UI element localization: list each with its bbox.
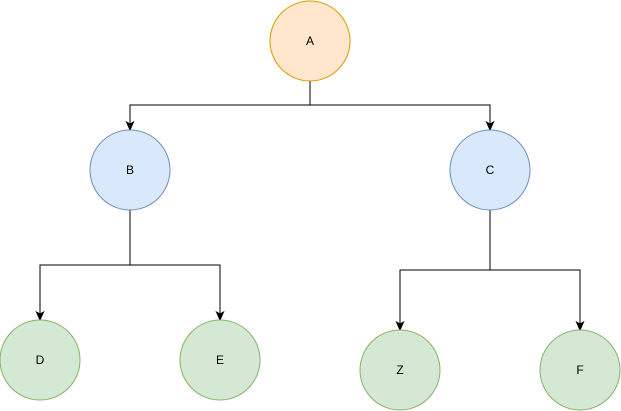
node-E-label: E — [216, 353, 224, 367]
node-B-label: B — [126, 163, 134, 177]
node-F-label: F — [576, 363, 583, 377]
node-A-circle — [269, 0, 351, 82]
edge-A-B — [129, 81, 311, 124]
arrowhead-B-D — [35, 310, 45, 322]
node-E-circle — [179, 319, 261, 401]
node-C-label: C — [486, 163, 495, 177]
edge-C-Z — [399, 210, 491, 324]
node-A: A — [269, 0, 351, 82]
edge-B-E — [129, 210, 221, 314]
node-B: B — [89, 129, 171, 211]
edges-layer — [35, 81, 585, 332]
edge-C-F — [489, 210, 581, 324]
node-A-label: A — [306, 34, 314, 48]
node-F-circle — [539, 329, 621, 411]
arrowhead-B-E — [215, 310, 225, 322]
arrowhead-A-B — [125, 120, 135, 132]
node-Z-circle — [359, 329, 441, 411]
arrowhead-C-F — [575, 320, 585, 332]
node-D-label: D — [36, 353, 45, 367]
arrowhead-C-Z — [395, 320, 405, 332]
node-C-circle — [449, 129, 531, 211]
node-F: F — [539, 329, 621, 411]
node-Z-label: Z — [396, 363, 403, 377]
edge-A-C — [309, 81, 491, 124]
node-D: D — [0, 319, 81, 401]
node-C: C — [449, 129, 531, 211]
node-D-circle — [0, 319, 81, 401]
edge-B-D — [39, 210, 131, 314]
node-B-circle — [89, 129, 171, 211]
node-E: E — [179, 319, 261, 401]
node-Z: Z — [359, 329, 441, 411]
arrowhead-A-C — [485, 120, 495, 132]
